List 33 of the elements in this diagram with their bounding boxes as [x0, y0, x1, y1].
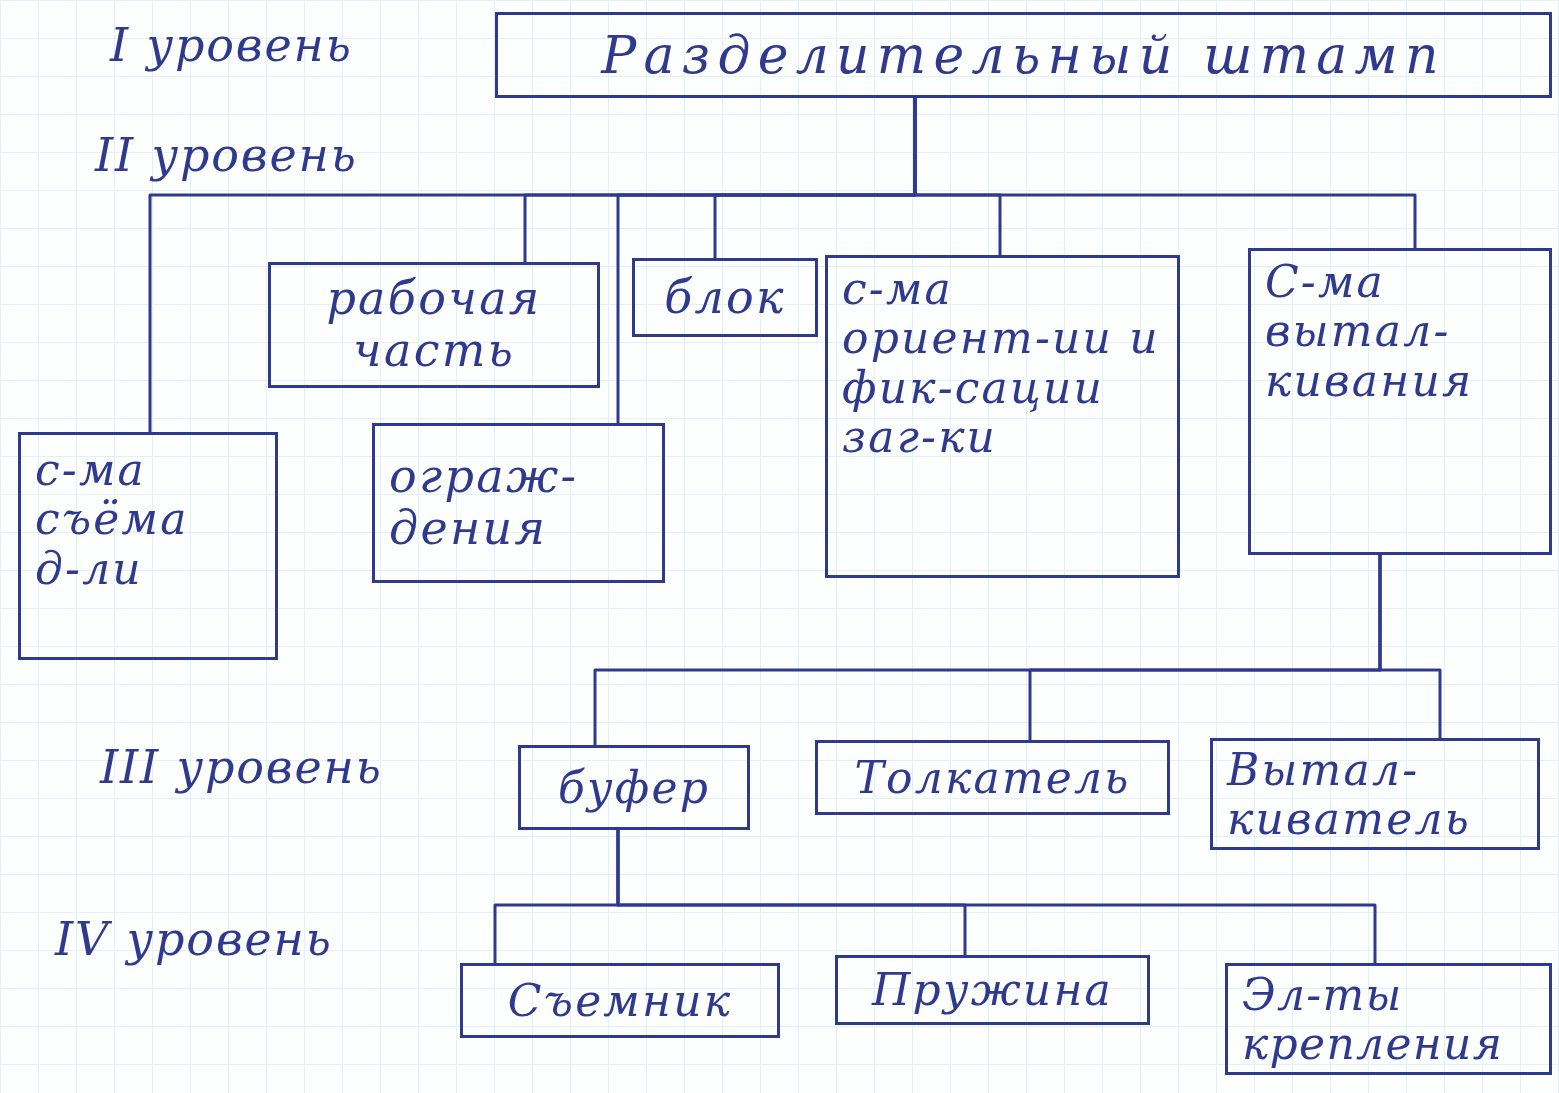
box-label: Вытал-киватель [1227, 744, 1472, 844]
component-box [815, 740, 1170, 815]
component-box [372, 423, 665, 583]
box-label: блок [663, 271, 787, 324]
component-box [1225, 963, 1552, 1075]
component-box [632, 258, 818, 337]
component-box [518, 745, 750, 830]
box-label: С-ма вытал-кивания [1265, 257, 1475, 405]
connector-line [616, 98, 917, 423]
box-label: ограж-дения [389, 451, 580, 555]
level-label: IV уровень [55, 912, 333, 966]
box-label: Съемник [506, 975, 734, 1026]
component-box [18, 432, 278, 660]
box-label: Пружина [870, 965, 1114, 1015]
box-label: с-ма ориент-ии и фик-сации заг-ки [842, 264, 1161, 462]
box-label: с-ма съёма д-ли [35, 445, 190, 593]
component-box [1210, 738, 1540, 850]
component-box [268, 262, 600, 388]
connector-line [1378, 555, 1442, 738]
component-box [825, 255, 1180, 578]
level-label: III уровень [100, 740, 383, 794]
connector-line [616, 830, 1377, 963]
box-label: Эл-ты крепления [1242, 969, 1505, 1069]
level-label: II уровень [95, 128, 358, 182]
level-label: I уровень [110, 18, 353, 72]
box-label: буфер [557, 762, 711, 813]
component-box [1248, 248, 1552, 555]
box-label: Толкатель [853, 752, 1132, 803]
component-box [460, 963, 780, 1038]
component-box [835, 955, 1150, 1025]
box-label: Разделительный штамп [599, 25, 1447, 85]
root-box [495, 12, 1552, 98]
box-label: рабочая часть [325, 273, 543, 377]
